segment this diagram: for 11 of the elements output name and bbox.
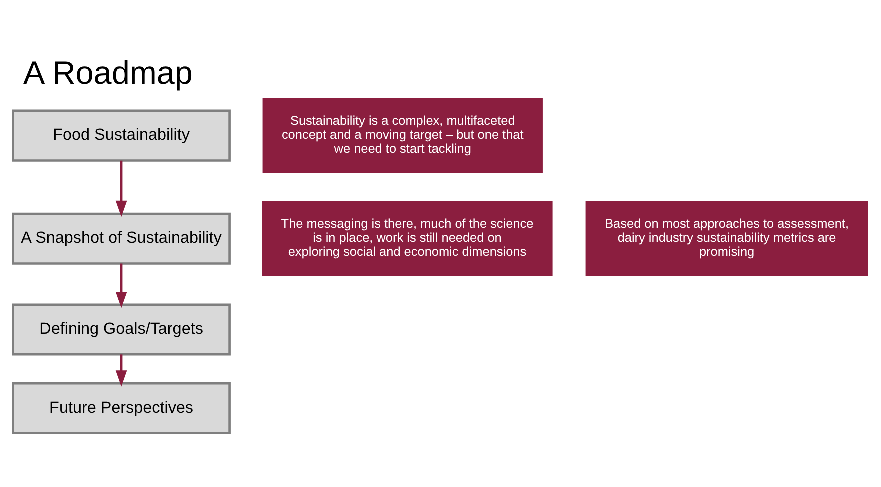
node-box: Food Sustainability	[12, 110, 231, 162]
diagram-title: A Roadmap	[24, 55, 193, 92]
arrow	[116, 160, 128, 218]
node-box: Based on most approaches to assessment, dairy industry sustainability metrics are promising	[586, 201, 868, 276]
node-box: Future Perspectives	[12, 382, 231, 435]
node-box: Sustainability is a complex, multifaceted concept and a moving target – but one that we need to start tackling	[262, 98, 543, 174]
node-box: The messaging is there, much of the science is in place, work is still needed on exploring social and economic dimensions	[262, 201, 553, 276]
arrow	[116, 354, 128, 387]
node-box: Defining Goals/Targets	[12, 304, 231, 356]
arrow	[116, 264, 128, 308]
node-box: A Snapshot of Sustainability	[12, 212, 231, 265]
